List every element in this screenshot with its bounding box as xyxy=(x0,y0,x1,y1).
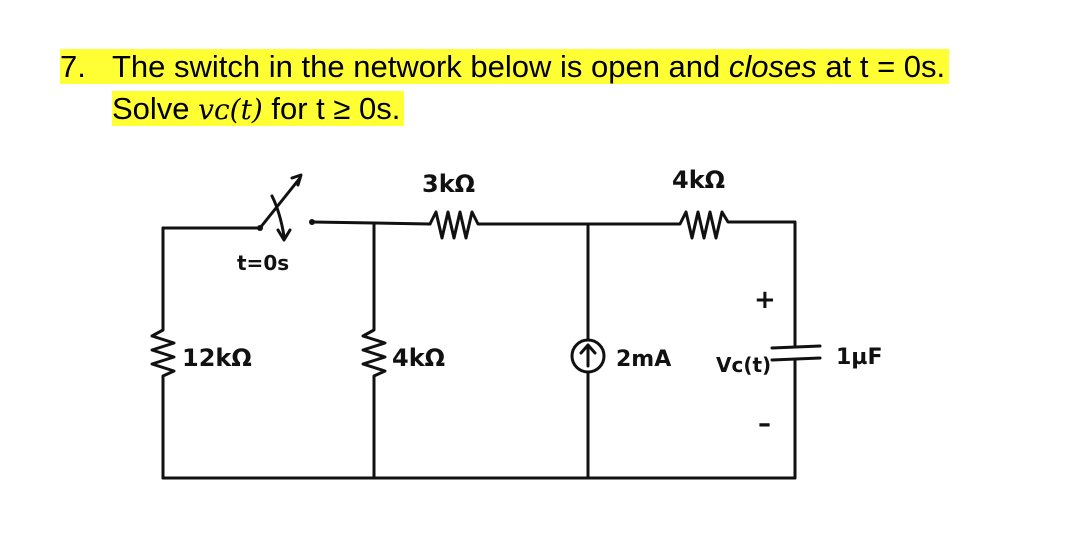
r-top-right-label: 4kΩ xyxy=(672,166,725,194)
line1-end: at t = 0s. xyxy=(816,49,946,84)
cap-minus: – xyxy=(758,409,771,439)
problem-number: 7. xyxy=(60,49,86,84)
line1-emphasis: closes xyxy=(728,49,817,84)
current-arrow-icon xyxy=(579,343,597,368)
r-mid-label: 4kΩ xyxy=(392,344,445,372)
resistor-4k-vertical xyxy=(361,222,387,480)
line2-prefix: Solve xyxy=(112,91,199,126)
switch-motion-arrow xyxy=(276,228,292,242)
highlight-1: 7. The switch in the network below is ope… xyxy=(60,49,950,84)
switch-label: t=0s xyxy=(237,251,289,275)
cap-voltage-label: Vc(t) xyxy=(716,353,771,377)
resistor-3k xyxy=(428,210,590,240)
problem-statement: 7. The switch in the network below is ope… xyxy=(60,46,950,131)
vc-math: vᴄ(t) xyxy=(198,93,263,126)
resistor-4k-top xyxy=(586,210,797,240)
cap-value-label: 1µF xyxy=(836,345,883,370)
problem-line-2: Solve vᴄ(t) for t ≥ 0s. xyxy=(60,88,949,131)
r-top-left-label: 3kΩ xyxy=(422,170,475,198)
switch-blade xyxy=(258,176,302,230)
wire-top-mid xyxy=(310,220,432,226)
switch-arrow xyxy=(290,173,303,187)
line1-text: The switch in the network below is open … xyxy=(112,49,729,84)
capacitor-plate-top xyxy=(770,344,822,350)
current-source-label: 2mA xyxy=(616,347,671,372)
cap-plus: + xyxy=(754,285,776,315)
resistor-12k xyxy=(150,226,176,480)
switch-motion-line xyxy=(270,194,286,238)
r-left-label: 12kΩ xyxy=(182,344,252,372)
switch xyxy=(257,173,315,242)
highlight-2: Solve vᴄ(t) for t ≥ 0s. xyxy=(112,91,405,126)
line2-suffix: for t ≥ 0s. xyxy=(262,91,401,126)
problem-line-1: 7. The switch in the network below is ope… xyxy=(60,46,950,88)
